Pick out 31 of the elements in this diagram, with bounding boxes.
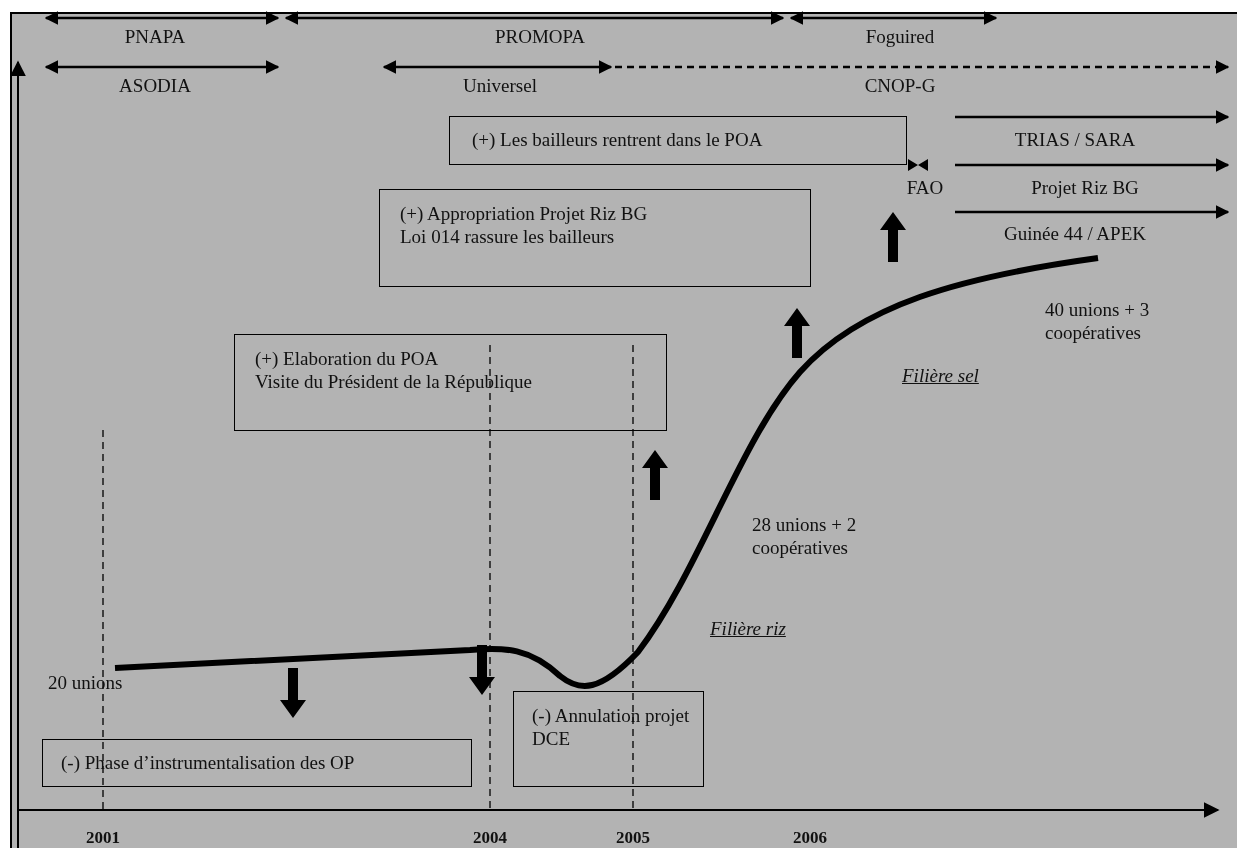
text-label: PNAPA <box>124 25 186 48</box>
event-box <box>513 691 704 787</box>
text-label: PROMOPA <box>494 25 586 48</box>
text-label: Projet Riz BG <box>1031 176 1139 199</box>
event-box <box>42 739 472 787</box>
year-label: 2005 <box>616 827 650 848</box>
year-label: 2004 <box>473 827 507 848</box>
text-label: Foguired <box>865 25 935 48</box>
year-label: 2006 <box>793 827 827 848</box>
box-text: (+) Appropriation Projet Riz BG <box>400 202 649 225</box>
text-label: FAO <box>906 176 944 199</box>
text-label: CNOP-G <box>864 74 936 97</box>
text-label: Universel <box>463 74 537 97</box>
box-text: (+) Les bailleurs rentrent dans le POA <box>472 128 764 151</box>
box-text: Visite du Président de la République <box>255 370 533 393</box>
year-label: 2001 <box>86 827 120 848</box>
text-label: TRIAS / SARA <box>1014 128 1136 151</box>
box-text: (+) Elaboration du POA <box>255 347 440 370</box>
box-text: (-) Phase d’instrumentalisation des OP <box>61 751 356 774</box>
sector-label: Filière riz <box>710 617 786 640</box>
event-box <box>234 334 667 431</box>
text-label: 40 unions + 3 coopératives <box>1045 298 1151 344</box>
event-box <box>379 189 811 287</box>
text-label: 28 unions + 2 coopératives <box>752 513 858 559</box>
box-text: Loi 014 rassure les bailleurs <box>400 225 616 248</box>
text-label: ASODIA <box>119 74 191 97</box>
event-box <box>449 116 907 165</box>
sector-label: Filière sel <box>902 364 979 387</box>
text-label: 20 unions <box>48 671 123 694</box>
box-text: (-) Annulation projet DCE <box>532 704 691 750</box>
text-label: Guinée 44 / APEK <box>1004 222 1146 245</box>
